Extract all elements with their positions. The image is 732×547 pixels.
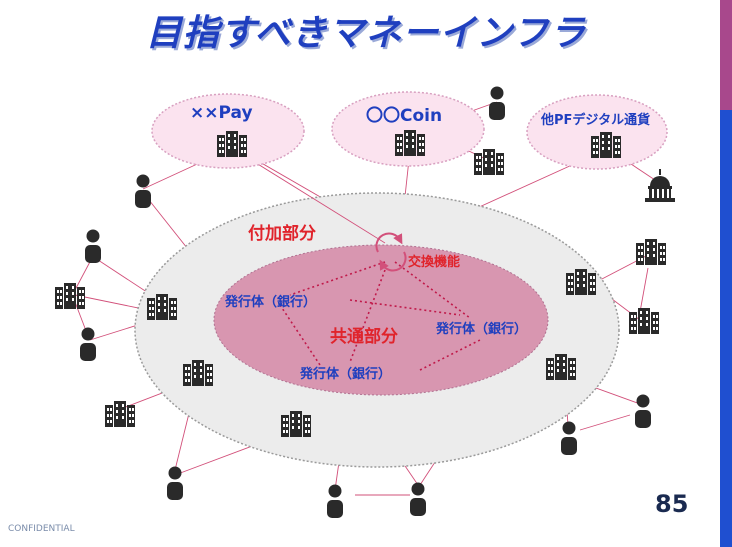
edge-accent-bottom <box>720 110 732 547</box>
person-icon <box>167 466 183 500</box>
issuer-label-b: 発行体（銀行） <box>436 322 528 337</box>
building-icon <box>474 149 504 175</box>
person-icon <box>561 421 577 455</box>
edge-accent-top <box>720 0 732 110</box>
exchange-arrows-icon <box>375 232 407 272</box>
inner-region-label: 共通部分 <box>330 327 398 347</box>
issuer-label-c: 発行体（銀行） <box>300 367 392 382</box>
provider-coin-label: 〇〇Coin <box>366 106 443 126</box>
issuer-label-a: 発行体（銀行） <box>225 295 317 310</box>
building-icon <box>629 308 659 334</box>
provider-coin-ellipse <box>331 91 485 167</box>
outer-region-label: 付加部分 <box>248 224 316 244</box>
person-icon <box>85 229 101 263</box>
building-icon <box>55 283 85 309</box>
exchange-function-label: 交換機能 <box>408 255 461 270</box>
confidential-label: CONFIDENTIAL <box>8 524 75 534</box>
page-number: 85 <box>655 490 689 518</box>
person-icon <box>80 327 96 361</box>
page-title: 目指すべきマネーインフラ <box>145 13 587 54</box>
person-icon <box>489 86 505 120</box>
provider-pay-label: ××Pay <box>190 103 253 123</box>
person-icon <box>410 482 426 516</box>
government-building-icon <box>645 169 675 202</box>
person-icon <box>327 484 343 518</box>
building-icon <box>636 239 666 265</box>
person-icon <box>635 394 651 428</box>
provider-pf-ellipse <box>526 94 668 170</box>
provider-pf-label: 他PFデジタル通貨 <box>541 113 651 128</box>
person-icon <box>135 174 151 208</box>
